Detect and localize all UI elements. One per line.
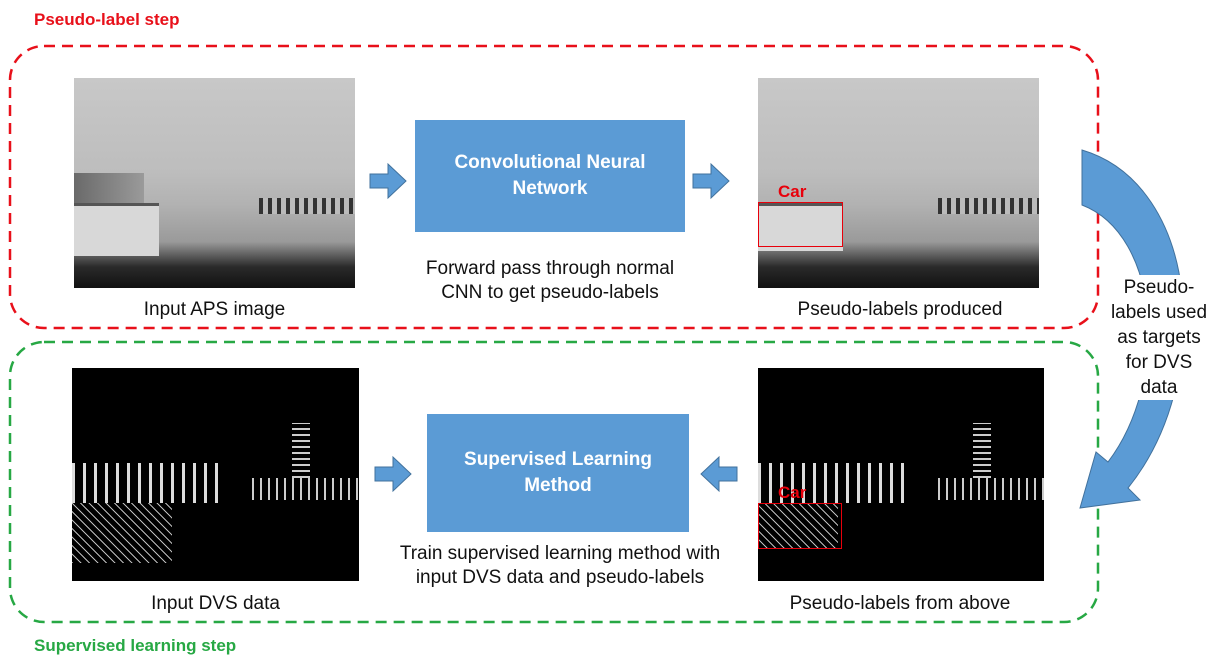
pseudo-labels-from-above-image [758, 368, 1044, 581]
connector-line2: labels used [1110, 302, 1208, 323]
arrow-aps-to-cnn [369, 162, 407, 200]
dvs-car-events [758, 503, 838, 548]
method-caption-line1: Train supervised learning method with [399, 543, 721, 564]
pseudo-labels-produced-caption: Pseudo-labels produced [797, 299, 1003, 320]
cnn-caption-line2: CNN to get pseudo-labels [441, 282, 659, 303]
car-shape [74, 203, 159, 256]
dvs-fence-events-right [938, 478, 1044, 500]
fence-shape [938, 198, 1039, 214]
fence-shape [259, 198, 355, 214]
supervised-step-title: Supervised learning step [34, 636, 237, 655]
arrow-dvs-to-method [374, 455, 412, 493]
dvs-post-events [292, 423, 310, 478]
input-aps-image [74, 78, 355, 288]
car-label-bottom: Car [778, 483, 807, 502]
curved-pseudo-label-arrow [1079, 149, 1184, 509]
arrow-cnn-to-output [692, 162, 730, 200]
connector-line1: Pseudo- [1123, 277, 1195, 298]
car-label-top: Car [778, 182, 807, 201]
pseudo-label-step-title: Pseudo-label step [34, 10, 180, 29]
dvs-fence-events [758, 463, 908, 503]
dvs-fence-events-right [252, 478, 359, 500]
method-caption-line2: input DVS data and pseudo-labels [415, 567, 705, 588]
dvs-fence-events [72, 463, 222, 503]
cnn-caption-line1: Forward pass through normal [425, 258, 675, 279]
connector-line5: data [1140, 377, 1178, 398]
input-dvs-caption: Input DVS data [151, 593, 280, 614]
car-bounding-box-bottom [758, 503, 842, 549]
pseudo-labels-produced-image [758, 78, 1039, 288]
car-shape [758, 203, 843, 251]
input-dvs-image [72, 368, 359, 581]
dvs-post-events [973, 423, 991, 478]
cnn-box-label: Convolutional Neural Network [454, 152, 646, 199]
input-aps-caption: Input APS image [143, 299, 286, 320]
cnn-box: Convolutional Neural Network [415, 120, 685, 232]
connector-line4: for DVS [1125, 352, 1193, 373]
arrow-labels-to-method [700, 455, 738, 493]
car-bounding-box-top [758, 202, 843, 247]
pseudo-labels-from-above-caption: Pseudo-labels from above [789, 593, 1011, 614]
method-caption: Train supervised learning method with in… [350, 542, 770, 590]
dvs-car-events [72, 503, 172, 563]
cnn-caption: Forward pass through normal CNN to get p… [380, 257, 720, 305]
supervised-method-box: Supervised Learning Method [427, 414, 689, 532]
supervised-method-box-label: Supervised Learning Method [464, 449, 652, 496]
connector-text: Pseudo- labels used as targets for DVS d… [1106, 275, 1212, 400]
connector-line3: as targets [1117, 327, 1201, 348]
